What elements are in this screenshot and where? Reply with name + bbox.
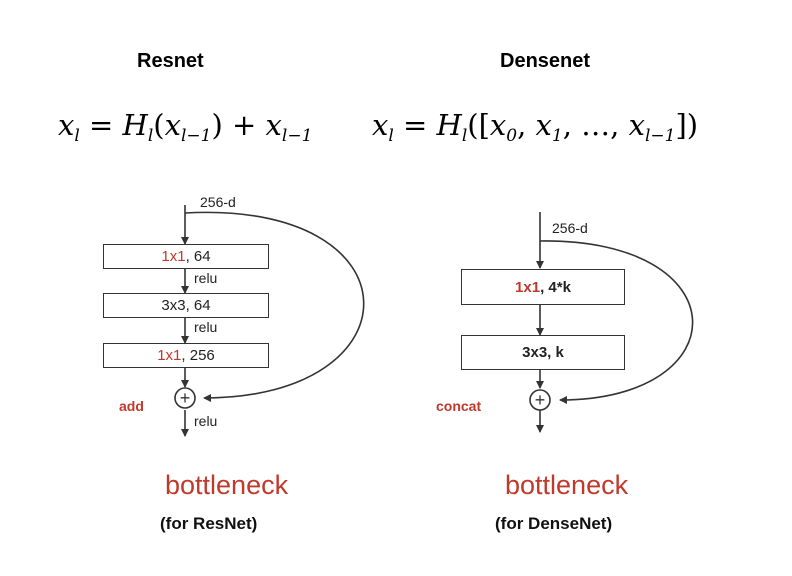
resnet-formula: xl = Hl(xl−1) + xl−1 xyxy=(58,108,313,146)
resnet-bottleneck-caption: bottleneck xyxy=(165,470,289,500)
densenet-title: Densenet xyxy=(500,50,591,72)
densenet-skip-connection xyxy=(539,240,694,404)
densenet-input-label: 256-d xyxy=(552,220,588,236)
densenet-formula: xl = Hl([x0, x1, …, xl−1]) xyxy=(372,108,699,146)
resnet-add-node xyxy=(174,387,196,409)
resnet-relu-1: relu xyxy=(194,270,218,286)
resnet-layer-2: 3x3, 64 xyxy=(103,293,269,318)
densenet-layer-1: 1x1, 4*k xyxy=(461,269,625,305)
resnet-layer-3: 1x1, 256 xyxy=(103,343,269,368)
densenet-concat-node xyxy=(529,389,551,411)
resnet-add-label: add xyxy=(119,398,144,414)
densenet-caption-sub: (for DenseNet) xyxy=(495,514,613,533)
resnet-caption-sub: (for ResNet) xyxy=(160,514,258,533)
resnet-plus-icon: + xyxy=(179,388,191,408)
resnet-skip-connection xyxy=(184,211,365,402)
resnet-input-label: 256-d xyxy=(200,194,236,210)
densenet-concat-label: concat xyxy=(436,398,482,414)
resnet-layer-1: 1x1, 64 xyxy=(103,244,269,269)
densenet-plus-icon: + xyxy=(534,390,546,410)
resnet-relu-2: relu xyxy=(194,319,218,335)
densenet-layer-2: 3x3, k xyxy=(461,335,625,370)
resnet-relu-3: relu xyxy=(194,413,218,429)
resnet-title: Resnet xyxy=(137,50,204,72)
densenet-bottleneck-caption: bottleneck xyxy=(505,470,629,500)
